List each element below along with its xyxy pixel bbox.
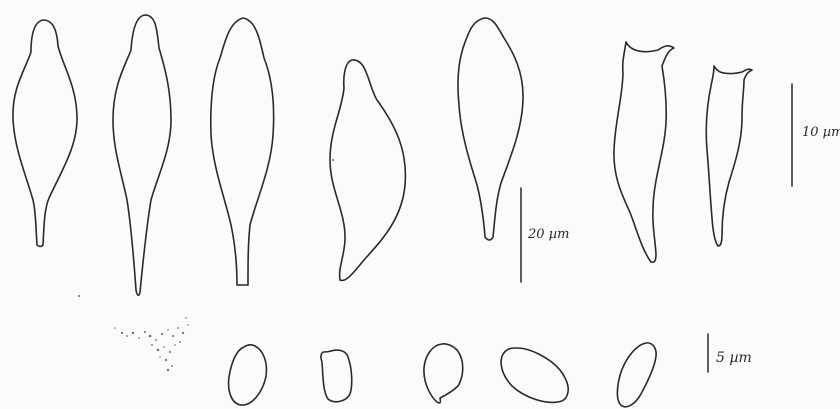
spore-4	[501, 348, 568, 402]
spore-2	[321, 350, 352, 402]
cystidium-7	[706, 66, 752, 246]
spore-5	[617, 343, 656, 407]
cystidium-1	[13, 20, 77, 247]
debris-specks	[78, 159, 334, 371]
spore-1	[229, 345, 267, 405]
spore-3	[424, 344, 463, 403]
scale-bar-20um-label: 20 µm	[527, 227, 569, 242]
cystidium-2	[113, 15, 171, 295]
scale-bar-5um-label: 5 µm	[716, 350, 752, 366]
cystidium-6	[614, 42, 674, 262]
cystidium-3	[211, 18, 274, 285]
scale-bar-10um-label: 10 µm	[802, 125, 840, 140]
cystidium-4	[330, 60, 405, 281]
scale-bar-10um: 10 µm	[792, 84, 840, 186]
cystidium-5	[458, 18, 523, 240]
scale-bar-20um: 20 µm	[521, 188, 569, 282]
scale-bar-5um: 5 µm	[708, 334, 752, 372]
